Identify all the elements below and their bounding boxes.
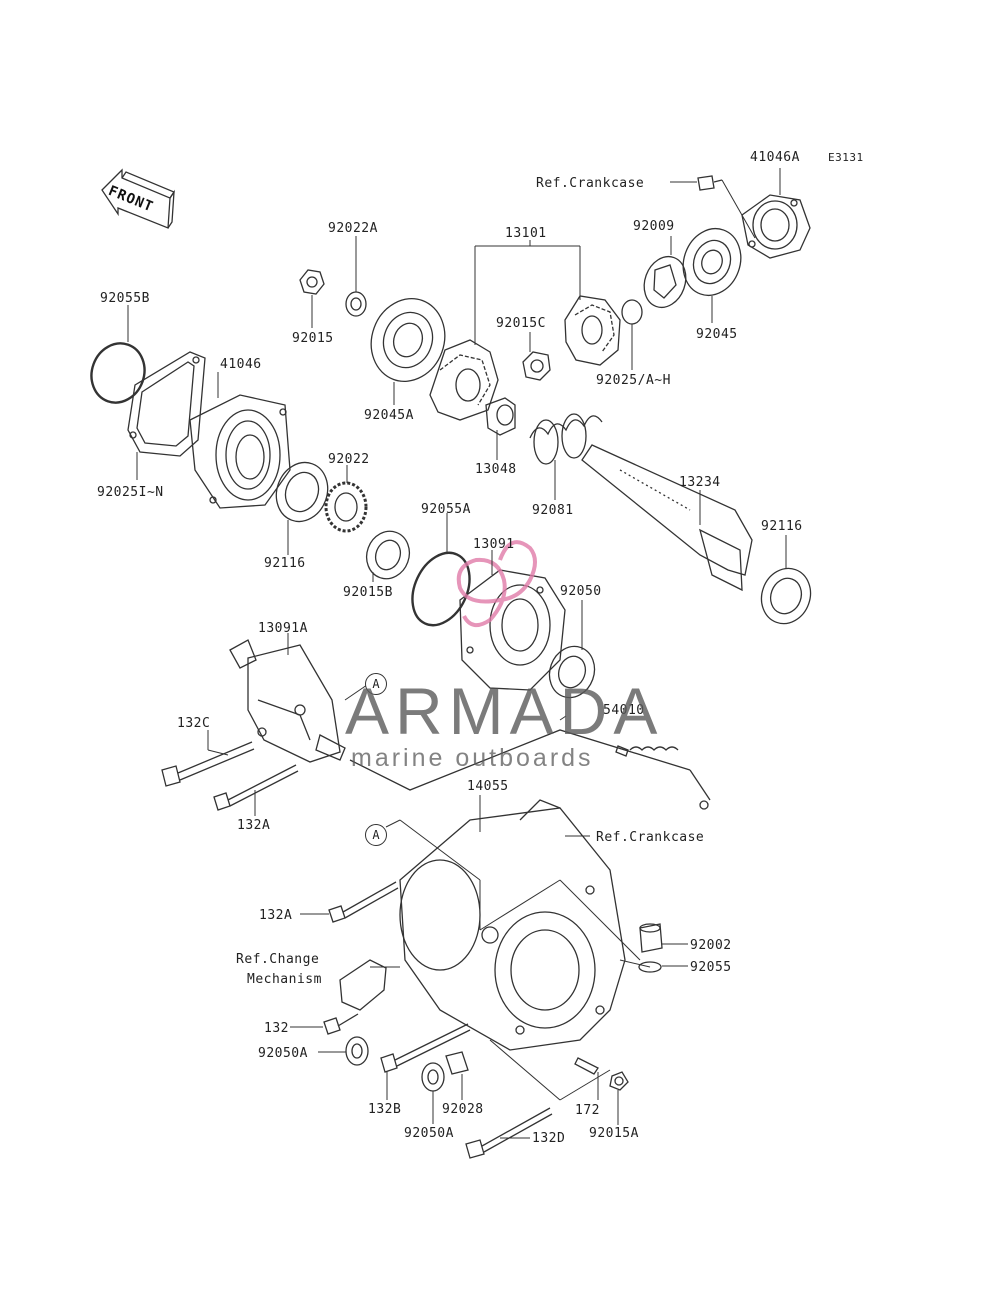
oil-seal-92050a-bottom: [421, 1062, 445, 1092]
nut-92015b: [365, 530, 411, 580]
label-13048: 13048: [475, 462, 517, 477]
oil-seal-92050: [548, 645, 596, 699]
label-92022: 92022: [328, 452, 370, 467]
label-92045: 92045: [696, 327, 738, 342]
label-132a-upper: 132A: [237, 818, 271, 833]
cable-54010: [349, 729, 711, 810]
washer-92022a: [345, 291, 367, 317]
bolt-ref-crankcase: [697, 175, 723, 191]
label-132a-lower: 132A: [259, 908, 293, 923]
watermark-brand-name: ARMADA: [345, 674, 664, 748]
label-ref-crankcase-top: Ref.Crankcase: [536, 176, 645, 191]
diagram-code: E3131: [828, 151, 864, 164]
bearing-housing-41046a: [741, 194, 811, 259]
watermark-logo-icon: [456, 540, 537, 628]
label-92050a-left: 92050A: [258, 1046, 308, 1061]
label-41046: 41046: [220, 357, 262, 372]
stud-172: [574, 1057, 599, 1075]
bearing-92045: [682, 227, 742, 297]
label-92002: 92002: [690, 938, 732, 953]
front-arrow-icon: [101, 168, 175, 229]
label-92055b: 92055B: [100, 291, 150, 306]
gear-case-14055: [399, 799, 626, 1051]
label-92050a-bottom: 92050A: [404, 1126, 454, 1141]
coupling-13048: [485, 397, 516, 436]
label-92025-a-h: 92025/A~H: [596, 373, 671, 388]
label-ref-crankcase-mid: Ref.Crankcase: [596, 830, 705, 845]
bolt-132a-lower: [328, 881, 399, 923]
nut-92015a: [609, 1071, 629, 1091]
o-ring-92055b: [90, 342, 146, 404]
plug-92002: [639, 923, 663, 953]
o-ring-92055: [638, 961, 662, 973]
watermark-tagline: marine outboards: [351, 744, 594, 772]
label-92015a: 92015A: [589, 1126, 639, 1141]
o-ring-92055a: [411, 551, 471, 627]
label-13101: 13101: [505, 226, 547, 241]
callout-a-marker-lower: A: [365, 824, 387, 846]
nut-92015c: [522, 351, 551, 381]
label-92081: 92081: [532, 503, 574, 518]
label-mechanism: Mechanism: [247, 972, 322, 987]
label-92009: 92009: [633, 219, 675, 234]
label-92015b: 92015B: [343, 585, 393, 600]
label-92028: 92028: [442, 1102, 484, 1117]
dowel-92028: [445, 1051, 469, 1075]
bolt-132b: [380, 1023, 471, 1073]
label-92025i-n: 92025I~N: [97, 485, 164, 500]
washer-92009: [643, 255, 687, 309]
label-92055a: 92055A: [421, 502, 471, 517]
label-92015c: 92015C: [496, 316, 546, 331]
oil-seal-92116-left: [275, 461, 329, 523]
lock-washer-92022: [324, 481, 368, 533]
label-92045a: 92045A: [364, 408, 414, 423]
bolt-132a-upper: [213, 764, 299, 811]
label-13091a: 13091A: [258, 621, 308, 636]
label-14055: 14055: [467, 779, 509, 794]
label-92022a: 92022A: [328, 221, 378, 236]
bolt-132d: [465, 1107, 553, 1159]
change-mechanism-ref: [339, 959, 387, 1011]
bearing-92045a: [370, 298, 446, 382]
label-13234: 13234: [679, 475, 721, 490]
leader-lines: [127, 168, 787, 1139]
oil-seal-92116-right: [760, 567, 812, 625]
label-92015: 92015: [292, 331, 334, 346]
label-132c: 132C: [177, 716, 211, 731]
label-54010: 54010: [603, 703, 645, 718]
label-132d: 132D: [532, 1131, 566, 1146]
bracket-13091a: [229, 639, 346, 763]
bearing-housing-41046: [189, 394, 291, 509]
label-92050: 92050: [560, 584, 602, 599]
bevel-gear-13101-right: [564, 295, 621, 366]
label-ref-change: Ref.Change: [236, 952, 320, 967]
gasket-92025i-n: [127, 351, 206, 457]
label-132b: 132B: [368, 1102, 402, 1117]
shim-92025-a-h: [621, 299, 643, 325]
callout-a-marker-upper: A: [365, 673, 387, 695]
bevel-gear-13101-left: [429, 339, 499, 421]
label-92116-left: 92116: [264, 556, 306, 571]
oil-seal-92050a-left: [345, 1036, 369, 1066]
label-132: 132: [264, 1021, 289, 1036]
bolt-132c: [161, 741, 255, 787]
housing-13091: [459, 569, 566, 691]
label-172: 172: [575, 1103, 600, 1118]
spring-92081: [529, 415, 603, 439]
label-13091: 13091: [473, 537, 515, 552]
label-41046a: 41046A: [750, 150, 800, 165]
shaft-13234: [581, 444, 753, 592]
nut-92015: [299, 269, 325, 295]
label-92055: 92055: [690, 960, 732, 975]
label-92116-right: 92116: [761, 519, 803, 534]
bolt-132: [323, 1013, 359, 1035]
